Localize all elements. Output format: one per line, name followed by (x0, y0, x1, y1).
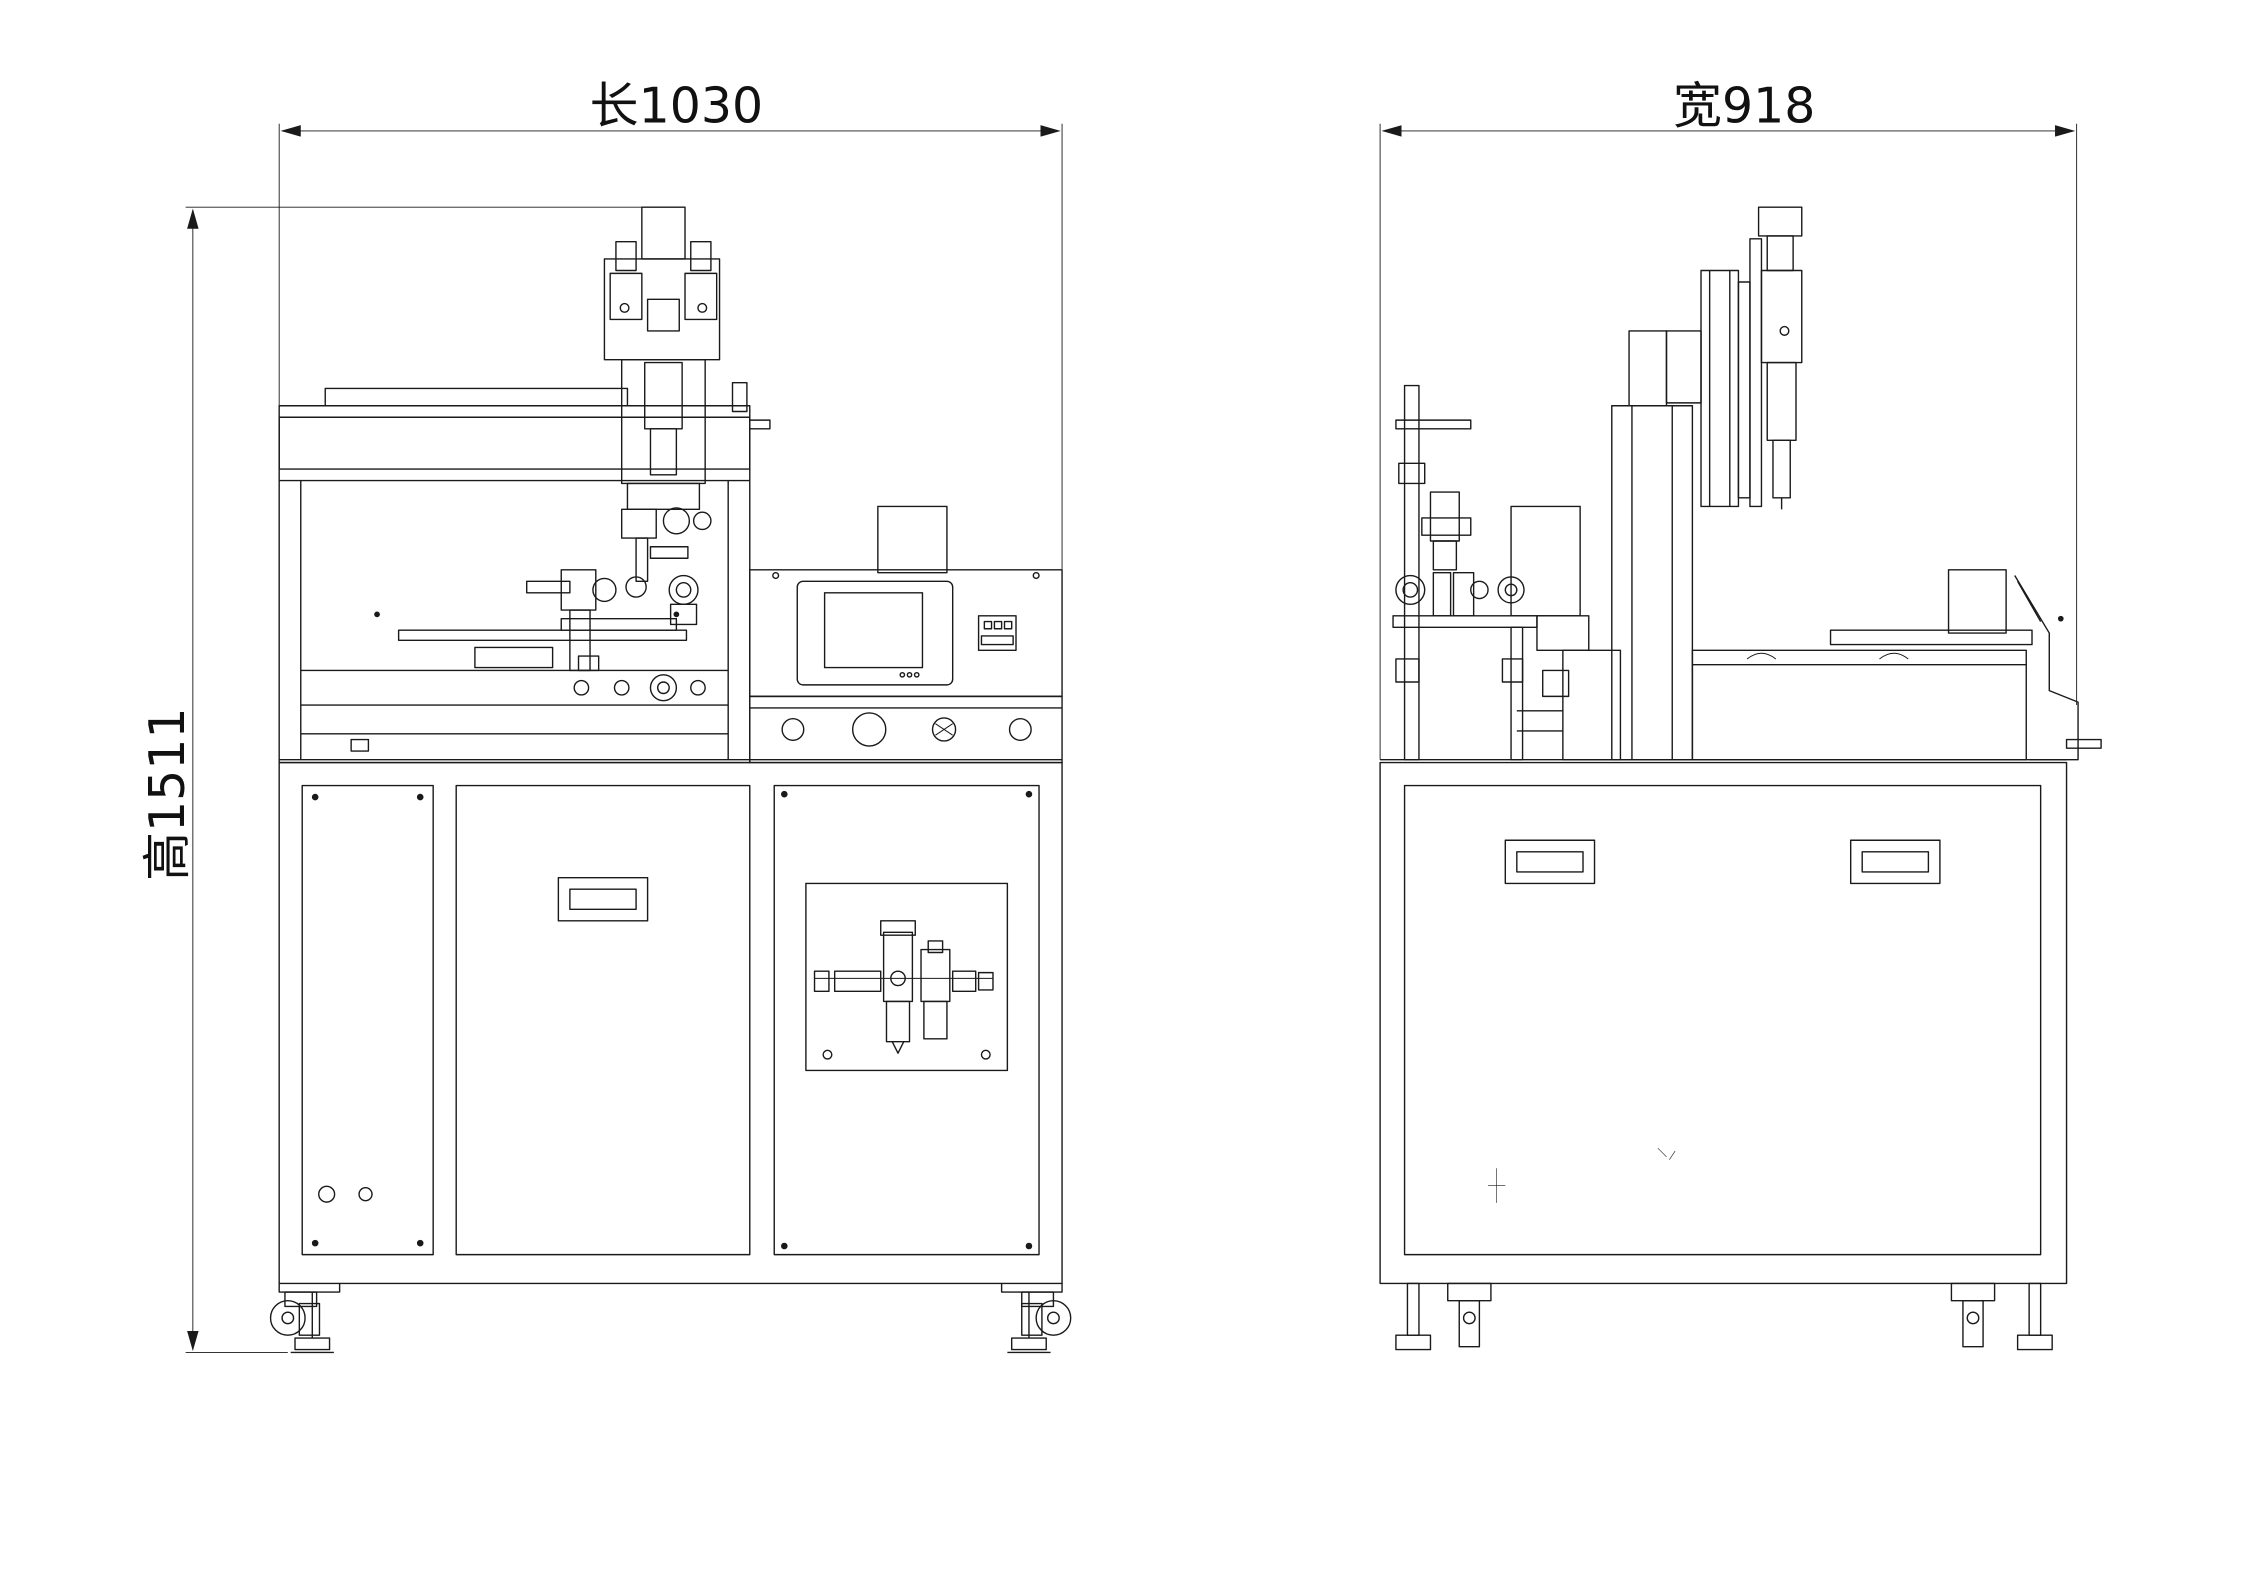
glue-reservoir (1511, 506, 1580, 615)
door-handle (1505, 840, 1594, 883)
front-dispensing-head (604, 207, 719, 581)
control-box-top (878, 506, 947, 572)
right-door (774, 786, 1039, 1255)
left-narrow-door (302, 786, 433, 1255)
front-left-caster (271, 1292, 334, 1352)
side-view (1380, 207, 2101, 1349)
key-switch (933, 718, 956, 741)
button (1010, 719, 1032, 741)
front-view (271, 207, 1071, 1352)
front-right-caster (1007, 1292, 1070, 1352)
lock-hole (359, 1188, 372, 1201)
button (782, 719, 804, 741)
lock-hole (319, 1186, 335, 1202)
front-control-panel (750, 506, 1062, 762)
door-handle (1851, 840, 1940, 883)
air-regulator-unit (815, 921, 993, 1053)
side-right-caster (1951, 1283, 2052, 1349)
air-panel (806, 883, 1007, 1070)
front-work-area (279, 383, 770, 763)
hmi-display (825, 593, 923, 668)
gantry-column (1612, 406, 1693, 760)
hmi-touchscreen (797, 581, 952, 685)
side-left-caster (1396, 1283, 1491, 1349)
side-work-area (1393, 207, 2101, 760)
motor-top (642, 207, 685, 259)
door-handle (558, 878, 647, 921)
front-lower-cabinet (271, 760, 1071, 1353)
width-label: 宽918 (1673, 77, 1815, 134)
height-label: 高1511 (139, 708, 196, 881)
length-label: 长1030 (590, 77, 763, 134)
side-lower-cabinet (1380, 760, 2066, 1350)
side-table (1692, 650, 2026, 759)
y-motor (1629, 331, 1666, 406)
dimension-length: 长1030 (279, 77, 1062, 578)
indicator-block (979, 616, 1016, 651)
middle-door (456, 786, 750, 1255)
emergency-stop (853, 713, 886, 746)
dimension-height: 高1511 (139, 207, 642, 1352)
dimension-width: 宽918 (1380, 77, 2077, 759)
